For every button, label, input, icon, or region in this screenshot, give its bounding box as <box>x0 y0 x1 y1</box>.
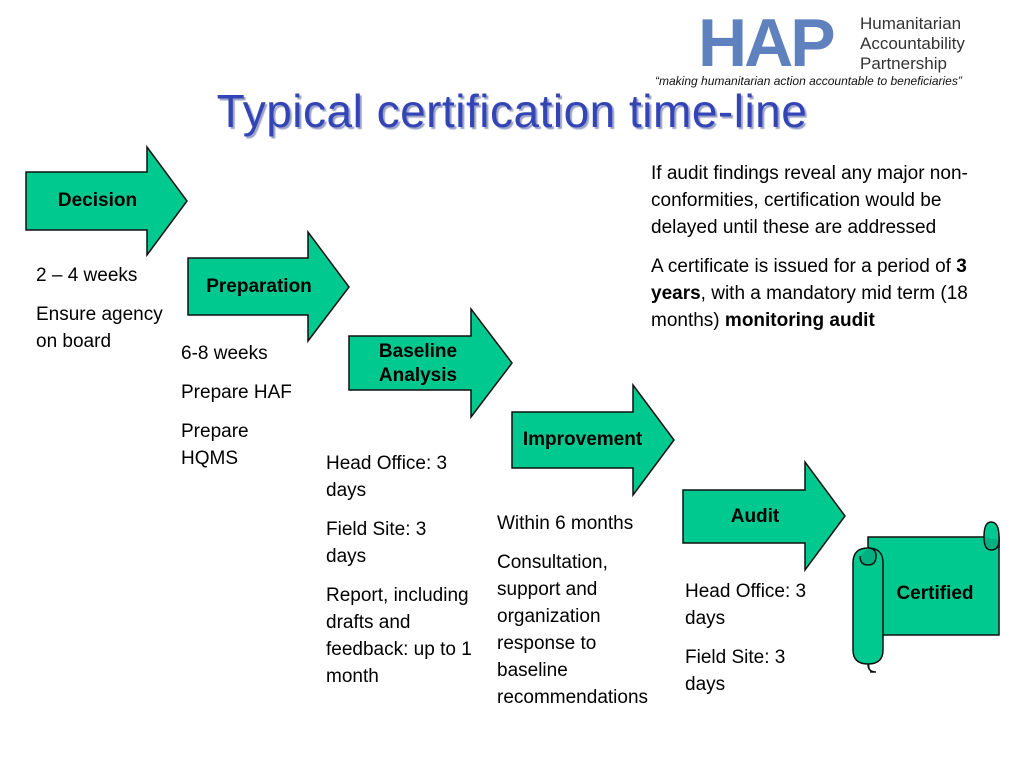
baseline-details: Head Office: 3 days Field Site: 3 days R… <box>326 450 484 702</box>
detail-text: Consultation, support and organization r… <box>497 552 649 708</box>
preparation-arrow-shape <box>187 229 350 344</box>
detail-text: Ensure agency on board <box>36 304 163 352</box>
decision-details: 2 – 4 weeks Ensure agency on board <box>36 262 166 367</box>
hap-logo-name: Humanitarian Accountability Partnership <box>860 14 965 74</box>
detail-text: Field Site: 3 days <box>326 519 427 567</box>
note-bold-audit: monitoring audit <box>724 310 875 331</box>
detail-text: Head Office: 3 days <box>685 581 807 629</box>
hap-name-line: Partnership <box>860 54 947 73</box>
certified-label: Certified <box>896 583 974 604</box>
step-improvement-label: Improvement <box>522 429 643 450</box>
audit-arrow-shape <box>682 459 846 573</box>
step-preparation-label: Preparation <box>206 276 312 297</box>
detail-text: Prepare HQMS <box>181 421 249 469</box>
step-baseline-line: Baseline <box>378 341 458 362</box>
detail-text: Within 6 months <box>497 513 634 534</box>
preparation-details: 6-8 weeks Prepare HAF Prepare HQMS <box>181 340 321 484</box>
certification-note: If audit findings reveal any major non-c… <box>651 160 996 346</box>
step-decision-label: Decision <box>57 190 138 211</box>
note-paragraph-1: If audit findings reveal any major non-c… <box>651 163 968 238</box>
hap-name-line: Accountability <box>860 34 965 53</box>
note-text: A certificate is issued for a period of <box>651 256 957 277</box>
detail-text: Field Site: 3 days <box>685 647 786 695</box>
page-title: Typical certification time-line <box>216 85 808 137</box>
improvement-details: Within 6 months Consultation, support an… <box>497 510 682 723</box>
note-text: , with a mandatory mid term (18 months) <box>651 283 968 331</box>
detail-text: Prepare HAF <box>181 382 292 403</box>
certified-scroll-shape <box>852 521 1000 673</box>
step-audit-label: Audit <box>730 506 780 527</box>
hap-logo-mark: HAP <box>698 5 836 81</box>
step-baseline-line: Analysis <box>378 365 458 386</box>
detail-text: 2 – 4 weeks <box>36 265 138 286</box>
detail-text: Head Office: 3 days <box>326 453 448 501</box>
hap-tagline: “making humanitarian action accountable … <box>655 74 962 88</box>
detail-text: 6-8 weeks <box>181 343 268 364</box>
improvement-arrow-shape <box>511 382 675 498</box>
baseline-arrow-shape <box>348 306 513 420</box>
decision-arrow-shape <box>25 144 188 258</box>
hap-name-line: Humanitarian <box>860 14 962 33</box>
note-paragraph-2: A certificate is issued for a period of … <box>651 253 996 334</box>
step-baseline-label: Baseline Analysis <box>350 340 486 388</box>
detail-text: Report, including drafts and feedback: u… <box>326 585 472 687</box>
audit-details: Head Office: 3 days Field Site: 3 days <box>685 578 820 710</box>
note-bold-period: 3 years <box>651 256 967 304</box>
